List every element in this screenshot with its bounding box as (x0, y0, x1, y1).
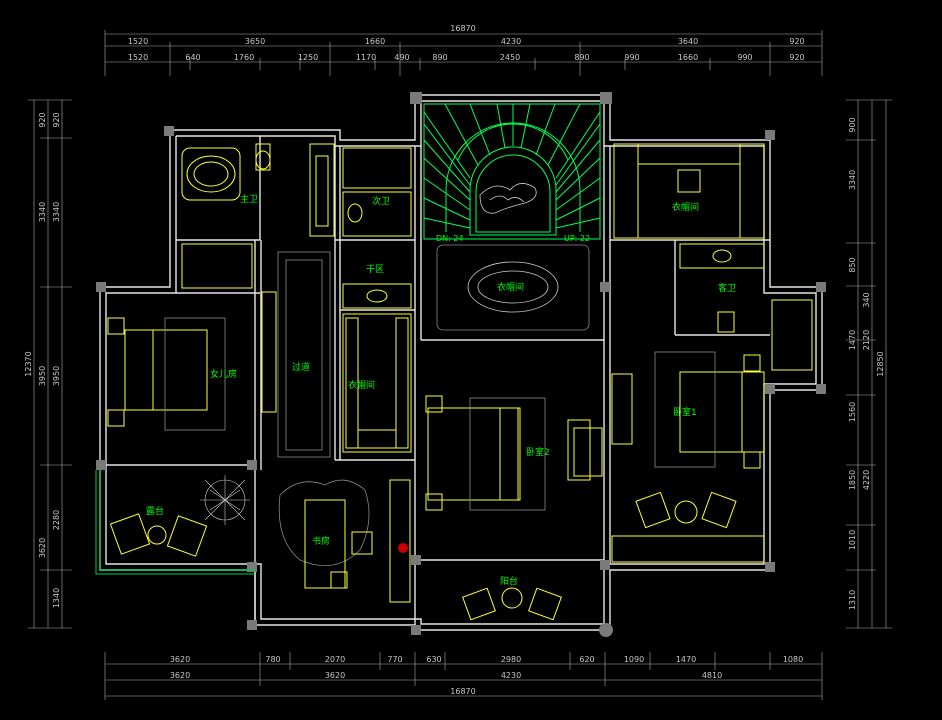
dim: 2980 (501, 655, 521, 664)
dim-overall-bottom: 16870 (450, 687, 475, 696)
dim: 640 (185, 53, 200, 62)
dim: 3620 (170, 655, 190, 664)
room-label-dry-zone: 干区 (366, 264, 384, 275)
dim-overall-top: 16870 (450, 24, 475, 33)
room-label-guest-bath: 客卫 (718, 282, 736, 294)
dim: 4230 (501, 671, 521, 680)
dim: 990 (737, 53, 752, 62)
dim: 1760 (234, 53, 254, 62)
dim: 620 (579, 655, 594, 664)
dim: 4810 (702, 671, 722, 680)
dim-overall-right: 12850 (876, 351, 885, 376)
dim: 770 (387, 655, 402, 664)
dim: 3620 (170, 671, 190, 680)
dim: 1310 (848, 590, 857, 610)
dim: 890 (574, 53, 589, 62)
stair-down-label: DN: 24 (436, 234, 464, 243)
dim: 3620 (38, 538, 47, 558)
dim: 1170 (356, 53, 376, 62)
dim: 920 (52, 112, 61, 127)
dim: 630 (426, 655, 441, 664)
dim: 920 (789, 53, 804, 62)
dim: 890 (432, 53, 447, 62)
dim: 3950 (38, 366, 47, 386)
dim: 3340 (52, 202, 61, 222)
top-dimensions: 16870 1520 3650 1660 4230 3640 920 1520 … (104, 24, 823, 76)
dim: 2070 (325, 655, 345, 664)
room-label-daughter-room: 女儿房 (210, 368, 237, 380)
dim: 490 (394, 53, 409, 62)
dim: 3340 (848, 170, 857, 190)
walls (99, 94, 823, 631)
bottom-dimensions: 3620 780 2070 770 630 2980 620 1090 1470… (104, 652, 823, 700)
dim: 1850 (848, 470, 857, 490)
dim: 1470 (676, 655, 696, 664)
dim: 990 (624, 53, 639, 62)
dim: 1080 (783, 655, 803, 664)
dim: 920 (38, 112, 47, 127)
dim: 2280 (52, 510, 61, 530)
room-label-master-bath: 主卫 (240, 193, 258, 205)
dim: 920 (789, 37, 804, 46)
dim: 3650 (245, 37, 265, 46)
room-label-balcony: 阳台 (500, 575, 518, 587)
room-label-bedroom2: 卧室2 (526, 446, 550, 458)
columns (96, 92, 826, 637)
dim: 1660 (365, 37, 385, 46)
dim: 3340 (38, 202, 47, 222)
dim: 4220 (862, 470, 871, 490)
staircase: DN: 24 UP: 22 (423, 103, 601, 243)
dim: 1470 (848, 330, 857, 350)
dim: 3640 (678, 37, 698, 46)
dim: 850 (848, 257, 857, 272)
left-dimensions: 12370 920 3340 3950 3620 920 3340 3950 2… (24, 99, 72, 629)
dim: 1250 (298, 53, 318, 62)
dim: 1340 (52, 588, 61, 608)
furniture (95, 143, 813, 621)
dim: 780 (265, 655, 280, 664)
dim: 4230 (501, 37, 521, 46)
room-label-closet-left: 衣帽间 (348, 379, 375, 391)
dim: 1660 (678, 53, 698, 62)
room-label-second-bath: 次卫 (372, 195, 390, 207)
room-label-closet-right: 衣帽间 (672, 201, 699, 213)
room-label-terrace: 露台 (146, 505, 164, 517)
dim: 1560 (848, 402, 857, 422)
stair-up-label: UP: 22 (564, 234, 590, 243)
dim: 1520 (128, 53, 148, 62)
room-label-closet-center: 衣帽间 (497, 281, 524, 293)
room-labels: 主卫 次卫 干区 衣帽间 衣帽间 客卫 女儿房 过道 衣帽间 卧室2 卧室1 露… (146, 193, 736, 587)
room-label-bedroom1: 卧室1 (673, 406, 697, 418)
dim: 1520 (128, 37, 148, 46)
dim: 1010 (848, 530, 857, 550)
dim: 3950 (52, 366, 61, 386)
room-label-corridor: 过道 (292, 361, 310, 373)
dim-overall-left: 12370 (24, 351, 33, 376)
room-label-study: 书房 (312, 535, 330, 547)
right-dimensions: 900 3340 850 1470 1560 1850 1010 1310 34… (846, 99, 892, 629)
dim: 900 (848, 117, 857, 132)
dim: 3620 (325, 671, 345, 680)
dim: 1090 (624, 655, 644, 664)
dim: 340 (862, 292, 871, 307)
dim: 2450 (500, 53, 520, 62)
dim: 2120 (862, 330, 871, 350)
